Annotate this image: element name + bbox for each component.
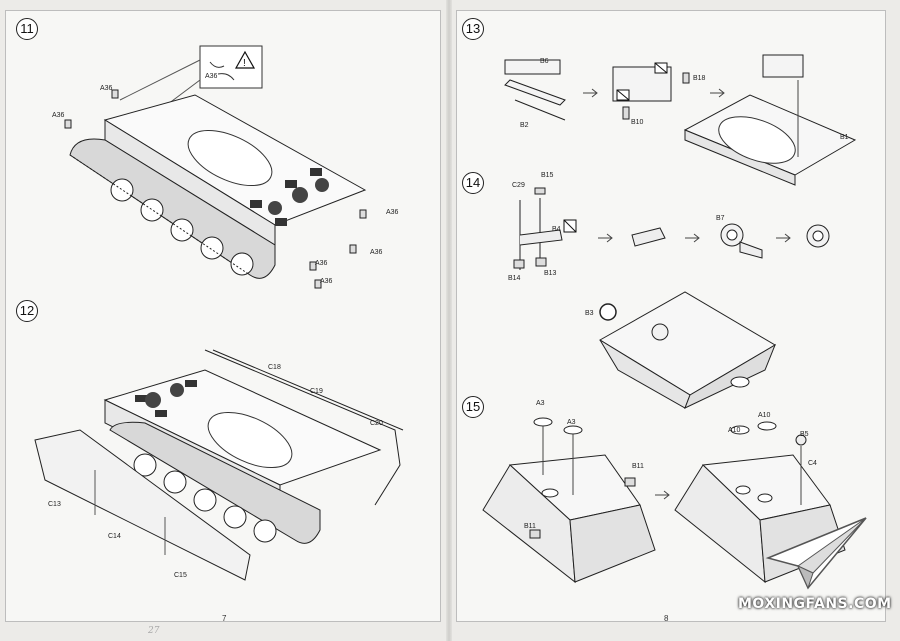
arrow-icon [655,491,669,499]
part-label-b1: B1 [840,134,849,141]
part-label-a10: A10 [758,412,771,419]
part-label-b10: B10 [631,119,644,126]
page-number-left: 7 [222,614,227,623]
page-fold [446,0,452,641]
step-number-13: 13 [462,18,484,40]
step12-hull-drawing [35,345,405,595]
arrow-icon [598,234,612,242]
part-label-b15: B15 [541,172,554,179]
part-label-a36: A36 [386,209,399,216]
part-label-a36: A36 [100,85,113,92]
part-label-c19: C19 [310,388,323,395]
part-label-a36: A36 [315,260,328,267]
part-label-b6: B6 [540,58,549,65]
step-number-12: 12 [16,300,38,322]
warning-icon [236,52,254,68]
part-label-a10: A10 [728,427,741,434]
page-number-right: 8 [664,614,669,623]
part-label-a36: A36 [205,73,218,80]
part-label-c14: C14 [108,533,121,540]
step-number-15: 15 [462,396,484,418]
part-label-c20: C20 [370,420,383,427]
paper-plane-logo-icon [768,518,868,598]
part-label-b14: B14 [508,275,521,282]
arrow-icon [685,234,699,242]
watermark-text: MOXINGFANS.COM [738,596,892,612]
part-label-a36: A36 [52,112,65,119]
part-label-c13: C13 [48,501,61,508]
part-label-b2: B2 [520,122,529,129]
part-label-c29: C29 [512,182,525,189]
part-label-b13: B13 [544,270,557,277]
part-label-b11: B11 [524,523,536,530]
arrow-icon [710,89,724,97]
part-label-b4: B4 [552,226,561,233]
part-label-b18: B18 [693,75,706,82]
part-label-c4: C4 [808,460,817,467]
arrow-icon [583,89,597,97]
part-label-c15: C15 [174,572,187,579]
step11-hull-drawing: ! [60,40,400,290]
part-label-b7: B7 [716,215,725,222]
step14-parts-drawing [500,180,840,280]
part-label-a36: A36 [370,249,383,256]
part-label-c18: C18 [268,364,281,371]
part-label-a36: A36 [320,278,333,285]
step-number-11: 11 [16,18,38,40]
step-number-14: 14 [462,172,484,194]
step13-parts-drawing [495,45,865,185]
part-label-a3: A3 [567,419,576,426]
part-label-a3: A3 [536,400,545,407]
arrow-icon [776,234,790,242]
part-label-b5: B5 [800,431,809,438]
part-label-b3: B3 [585,310,594,317]
pencil-mark: 27 [148,626,160,636]
step14-hull-drawing [590,290,790,420]
svg-text:!: ! [243,58,246,69]
part-label-b11: B11 [632,463,644,470]
